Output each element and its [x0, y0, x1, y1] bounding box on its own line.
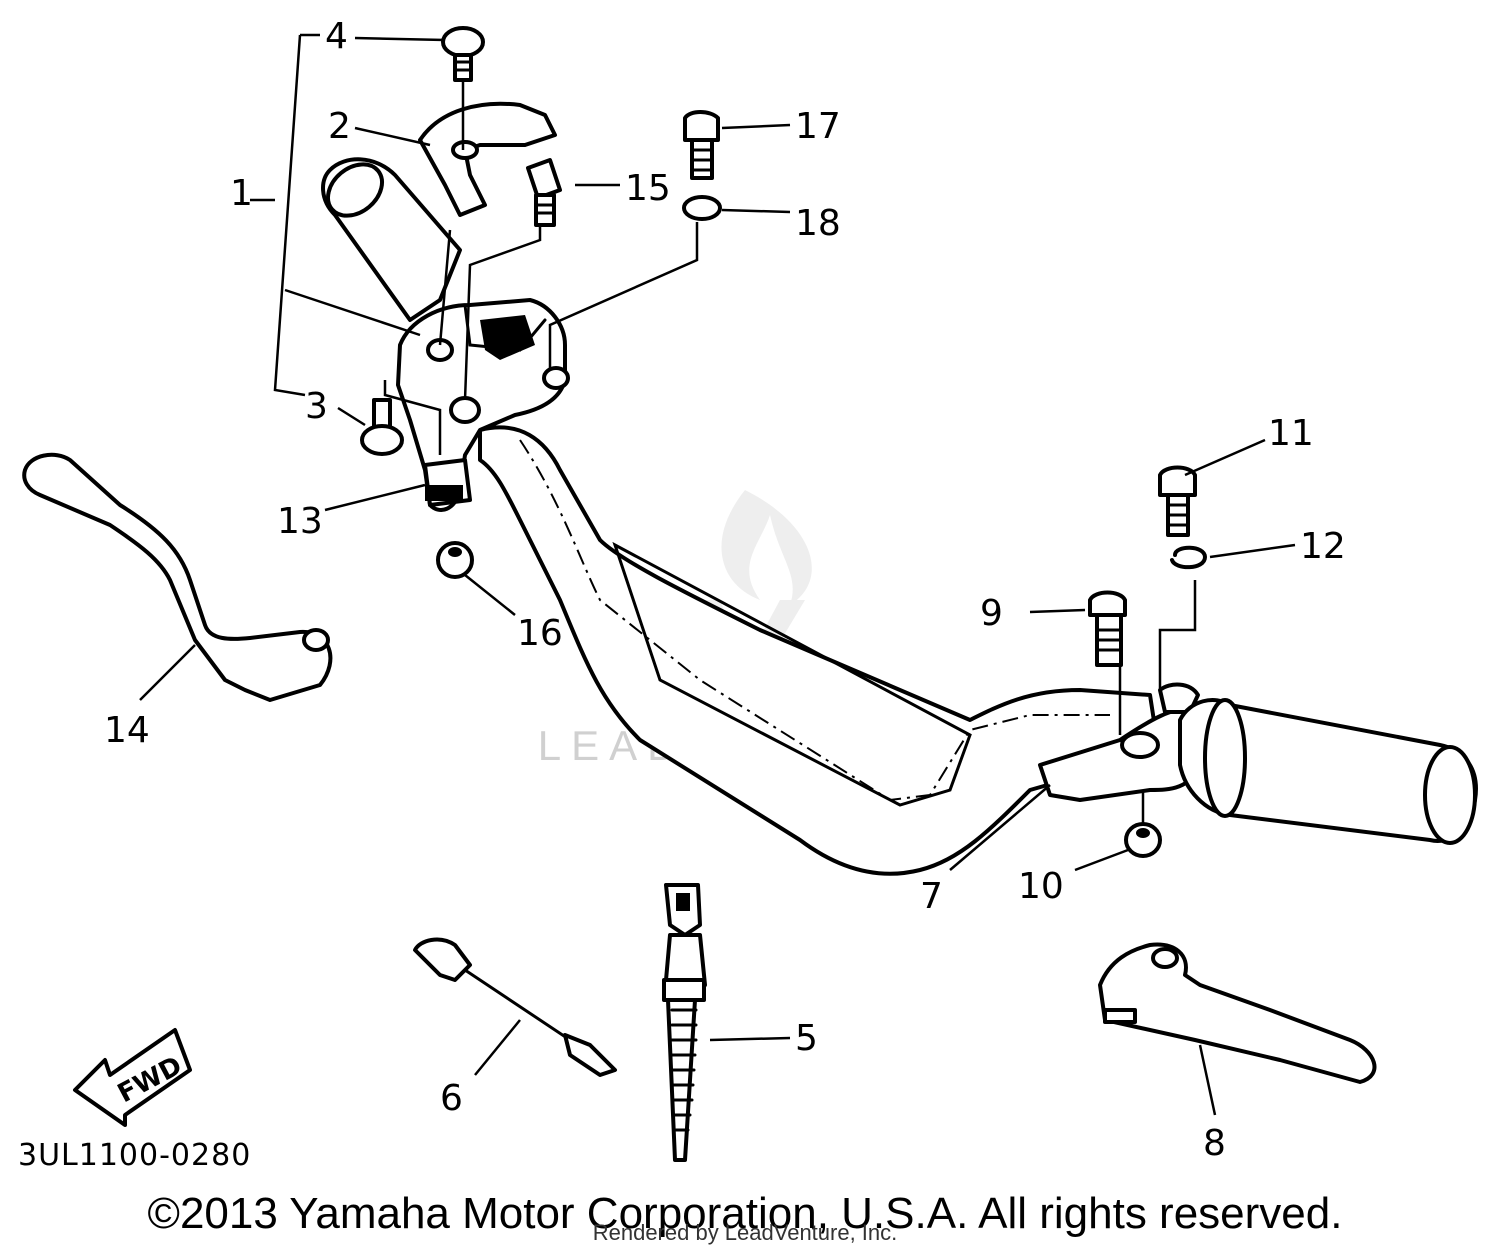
part-18-washer [682, 195, 722, 221]
callout-17: 17 [795, 106, 841, 147]
callout-1: 1 [230, 173, 253, 214]
part-3-screw [360, 398, 404, 456]
callout-15: 15 [625, 168, 671, 209]
callout-7: 7 [920, 876, 943, 917]
part-14-lever [22, 452, 333, 702]
callout-6: 6 [440, 1078, 463, 1119]
callout-9: 9 [980, 593, 1003, 634]
callout-10: 10 [1018, 866, 1064, 907]
callout-11: 11 [1268, 413, 1314, 454]
part-4-screw [441, 26, 485, 82]
part-2-cover [418, 101, 557, 217]
part-6-cable [413, 937, 617, 1077]
handlebar [478, 425, 1162, 876]
rendered-by-notice: Rendered by LeadVenture, Inc. [593, 1220, 898, 1245]
throttle-housing [396, 298, 570, 512]
clutch-bracket [1038, 682, 1207, 802]
callout-3: 3 [305, 386, 328, 427]
part-5-cable-tie [662, 883, 707, 1162]
part-12-circlip [1170, 545, 1207, 570]
part-9-bolt [1088, 590, 1127, 667]
callout-2: 2 [328, 106, 351, 147]
part-11-bolt [1158, 465, 1197, 537]
callout-14: 14 [104, 710, 150, 751]
left-grip [321, 157, 462, 322]
callout-16: 16 [517, 613, 563, 654]
callout-18: 18 [795, 203, 841, 244]
part-16-nut [436, 541, 474, 579]
part-10-nut [1124, 822, 1162, 858]
copyright-notice: ©2013 Yamaha Motor Corporation, U.S.A. A… [148, 1189, 1343, 1238]
callout-8: 8 [1203, 1123, 1226, 1164]
part-15-bolt [526, 158, 562, 227]
right-grip [1178, 698, 1478, 845]
callout-12: 12 [1300, 526, 1346, 567]
callout-4: 4 [325, 16, 348, 57]
leader-lines [139, 33, 1296, 1116]
callout-13: 13 [277, 501, 323, 542]
fwd-arrow: FWD [73, 1028, 192, 1127]
callout-5: 5 [795, 1018, 818, 1059]
part-17-bolt [683, 110, 720, 180]
part-8-lever [1098, 942, 1377, 1084]
drawing-id: 3UL1100-0280 [18, 1138, 251, 1173]
